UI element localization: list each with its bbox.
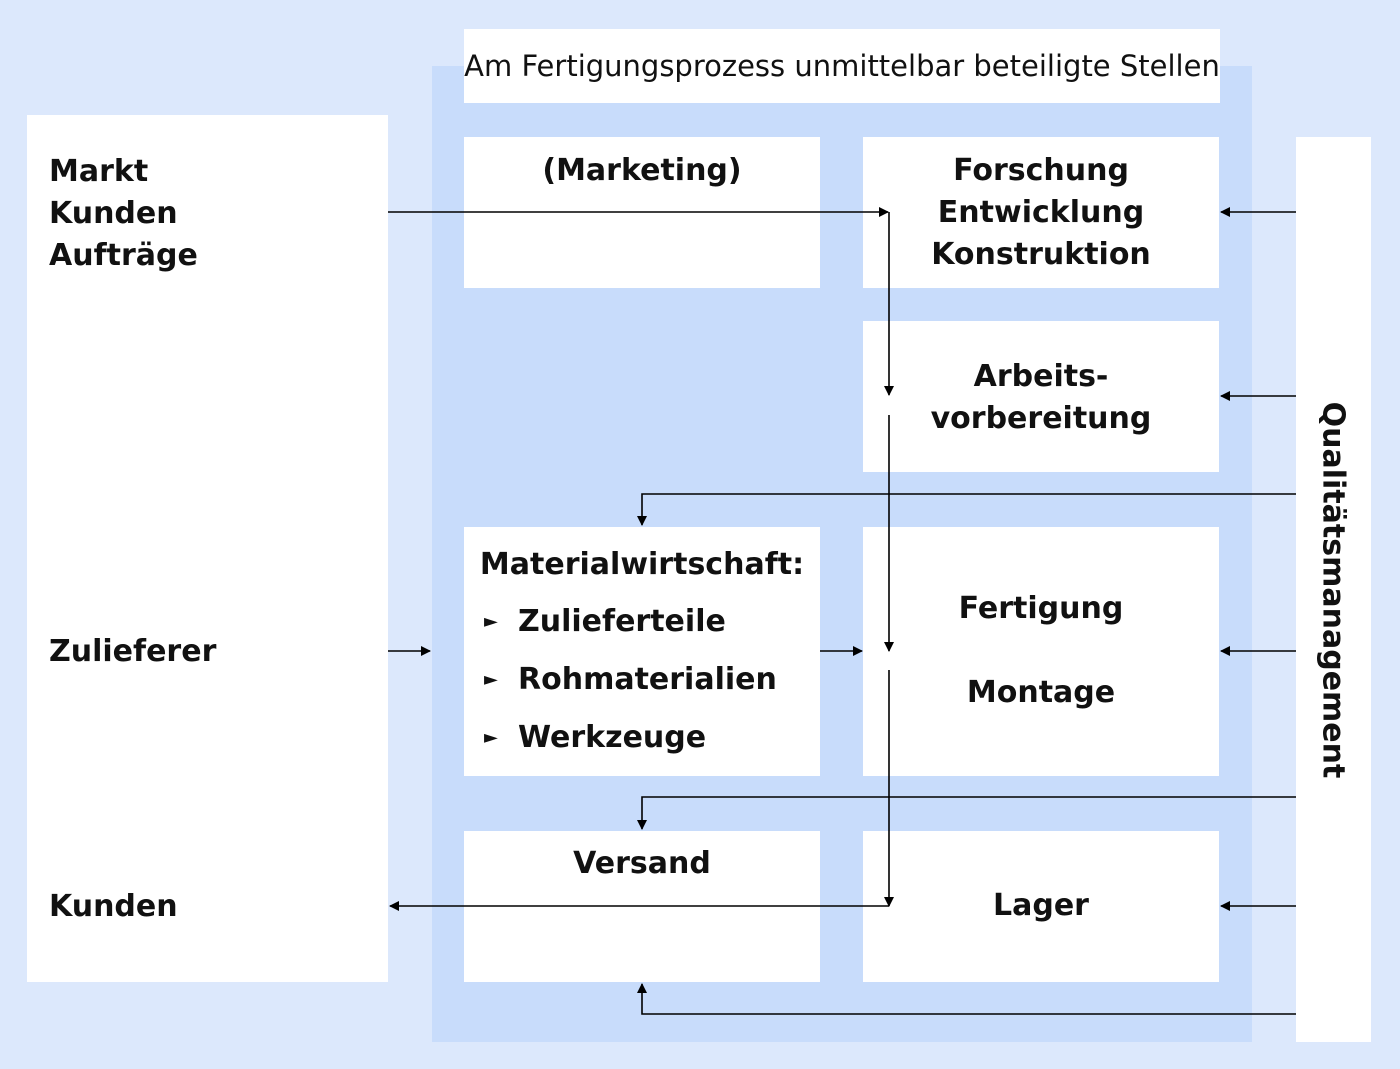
label-zulieferer: Zulieferer	[49, 634, 217, 669]
item-zulieferteile: Zulieferteile	[518, 604, 726, 639]
triangle-bullet-icon: ►	[484, 727, 498, 748]
item-rohmaterialien: Rohmaterialien	[518, 662, 777, 697]
materialwirtschaft-box: Materialwirtschaft: ► Zulieferteile ► Ro…	[464, 527, 820, 776]
forschung-labels: Forschung Entwicklung Konstruktion	[863, 137, 1219, 276]
arbeitsvorbereitung-labels: Arbeits- vorbereitung	[863, 321, 1219, 440]
label-forschung: Forschung	[953, 153, 1129, 188]
label-kunden-top: Kunden	[49, 196, 178, 231]
materialwirtschaft-title: Materialwirtschaft:	[479, 547, 805, 582]
list-item: ► Zulieferteile	[484, 593, 777, 651]
arrow-qm-to-versand	[637, 796, 1296, 830]
arbeitsvorbereitung-box: Arbeits- vorbereitung	[863, 321, 1219, 472]
left-column: Markt Kunden Aufträge Zulieferer Kunden	[27, 115, 388, 982]
label-konstruktion: Konstruktion	[931, 237, 1151, 272]
header-title: Am Fertigungsprozess unmittelbar beteili…	[464, 29, 1220, 103]
label-fertigung: Fertigung	[958, 591, 1124, 626]
arrow-qm-to-versand-bottom	[637, 983, 1296, 1015]
forschung-box: Forschung Entwicklung Konstruktion	[863, 137, 1219, 288]
materialwirtschaft-list: ► Zulieferteile ► Rohmaterialien ► Werkz…	[484, 593, 777, 767]
list-item: ► Rohmaterialien	[484, 651, 777, 709]
versand-label: Versand	[573, 846, 711, 881]
label-montage: Montage	[966, 675, 1116, 710]
lager-box: Lager	[863, 831, 1219, 982]
lager-label: Lager	[993, 888, 1089, 923]
label-vorbereitung: vorbereitung	[930, 401, 1152, 436]
marketing-label: (Marketing)	[542, 153, 742, 188]
triangle-bullet-icon: ►	[484, 611, 498, 632]
label-auftraege: Aufträge	[49, 238, 198, 273]
label-entwicklung: Entwicklung	[937, 195, 1145, 230]
label-kunden: Kunden	[49, 889, 178, 924]
fertigung-box: Fertigung Montage	[863, 527, 1219, 776]
qualitaetsmanagement-column	[1296, 137, 1371, 1042]
item-werkzeuge: Werkzeuge	[518, 720, 707, 755]
triangle-bullet-icon: ►	[484, 669, 498, 690]
label-markt: Markt	[49, 154, 149, 189]
label-arbeits: Arbeits-	[973, 359, 1109, 394]
list-item: ► Werkzeuge	[484, 709, 777, 767]
left-top-labels: Markt Kunden Aufträge	[49, 151, 198, 277]
arrow-qm-to-material	[637, 493, 1296, 526]
